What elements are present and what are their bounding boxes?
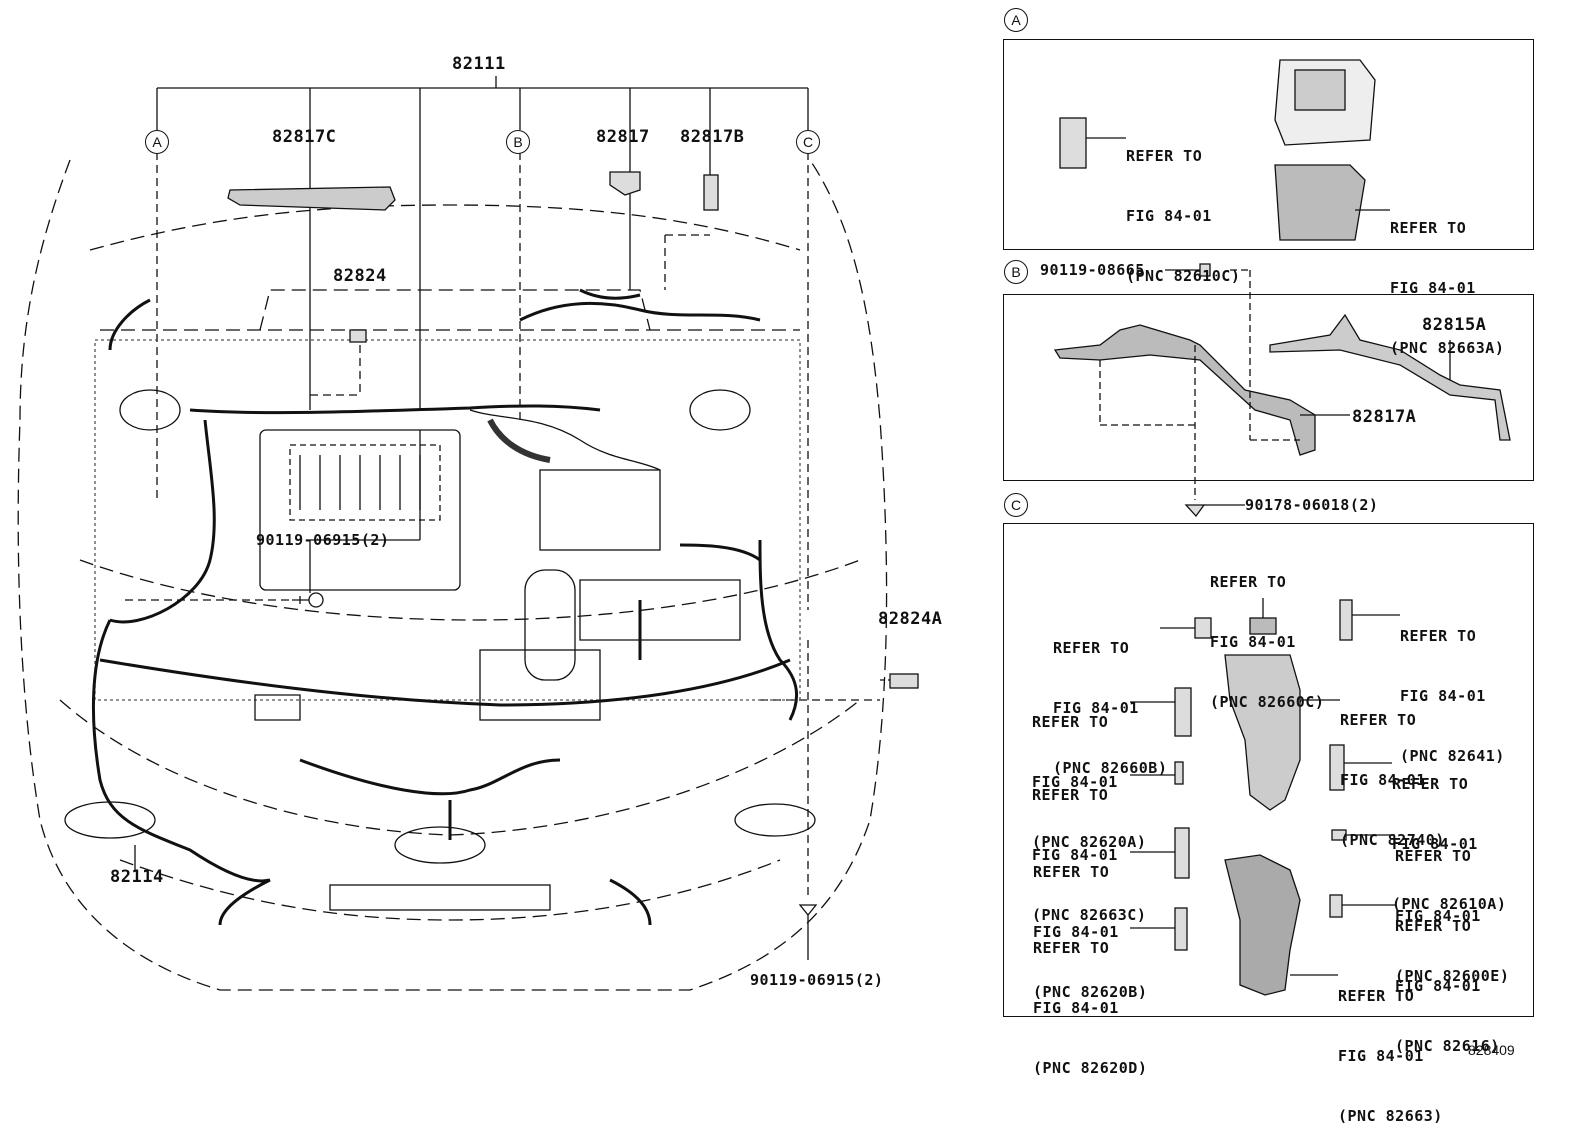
bolt-bottom-part: [798, 904, 818, 960]
panel-b: [1003, 294, 1534, 481]
bracket-82817c-part: [227, 186, 396, 211]
figure-number: 828409: [1468, 1042, 1515, 1058]
panel-b-82817a: 82817A: [1352, 407, 1417, 427]
vehicle-outline: [17, 159, 888, 991]
bolt-left-part: [292, 430, 421, 608]
ref-line-2: FIG 84-01: [1338, 1047, 1424, 1065]
ref-line-2: FIG 84-01: [1392, 835, 1478, 853]
ref-line-1: REFER TO: [1210, 573, 1287, 591]
panel-c-ref-82660c: REFER TO FIG 84-01 (PNC 82660C): [1210, 532, 1324, 732]
callout-82817: 82817: [596, 127, 650, 147]
harness-wires: [91, 288, 799, 926]
ref-line-3: (PNC 82660C): [1210, 693, 1325, 711]
callout-bolt-bottom: 90119-06915(2): [750, 971, 884, 989]
panel-b-82815a: 82815A: [1422, 315, 1487, 335]
clamp-82824a-part: [889, 673, 919, 689]
ref-line-2: FIG 84-01: [1210, 633, 1296, 651]
ref-line-3: (PNC 82616): [1395, 1037, 1500, 1055]
ref-line-3: (PNC 82620D): [1033, 1059, 1148, 1077]
ref-line-1: REFER TO: [1395, 917, 1472, 935]
ref-line-3: (PNC 82600E): [1395, 967, 1510, 985]
ref-line-2: FIG 84-01: [1395, 977, 1481, 995]
ref-line-3: (PNC 82663A): [1390, 339, 1505, 357]
ref-line-1: REFER TO: [1033, 863, 1110, 881]
ref-line-3: (PNC 82620B): [1033, 983, 1148, 1001]
ref-line-3: (PNC 82641): [1400, 747, 1505, 765]
ref-line-3: (PNC 82740): [1340, 831, 1445, 849]
section-dashed-leaders: [125, 152, 880, 900]
panel-c-ref-82620d: REFER TO FIG 84-01 (PNC 82620D): [1033, 898, 1147, 1098]
callout-bolt-left: 90119-06915(2): [256, 531, 390, 549]
ref-line-1: REFER TO: [1395, 847, 1472, 865]
ref-line-1: REFER TO: [1338, 987, 1415, 1005]
panel-a-ref-82663a: REFER TO FIG 84-01 (PNC 82663A): [1390, 178, 1504, 378]
ref-line-3: (PNC 82610C): [1126, 267, 1241, 285]
ref-line-2: FIG 84-01: [1033, 999, 1119, 1017]
panel-c-ref-82610a: REFER TO FIG 84-01 (PNC 82610A): [1392, 734, 1506, 934]
ref-line-2: FIG 84-01: [1395, 907, 1481, 925]
callout-82824: 82824: [333, 266, 387, 286]
panel-c-ref-82663c: REFER TO FIG 84-01 (PNC 82663C): [1032, 745, 1146, 945]
callout-82817b: 82817B: [680, 127, 745, 147]
ref-line-2: FIG 84-01: [1340, 771, 1426, 789]
panel-c-ref-82600e: REFER TO FIG 84-01 (PNC 82600E): [1395, 806, 1509, 1006]
panel-b-marker: B: [1004, 260, 1028, 284]
panel-c-ref-82620b: REFER TO FIG 84-01 (PNC 82620B): [1033, 822, 1147, 1022]
panel-c-ref-82740: REFER TO FIG 84-01 (PNC 82740): [1340, 670, 1445, 870]
panel-c-ref-82620a: REFER TO FIG 84-01 (PNC 82620A): [1032, 672, 1146, 872]
ref-line-1: REFER TO: [1340, 711, 1417, 729]
bracket-82817-part: [609, 171, 641, 196]
callout-82824a: 82824A: [878, 609, 943, 629]
ref-line-1: REFER TO: [1390, 219, 1467, 237]
wiring-diagram-drawing: [17, 59, 1511, 996]
ref-line-3: (PNC 82620A): [1032, 833, 1147, 851]
ref-line-2: FIG 84-01: [1400, 687, 1486, 705]
ref-line-1: REFER TO: [1032, 786, 1109, 804]
panel-c-marker: C: [1004, 493, 1028, 517]
panel-c-parts: [1130, 598, 1400, 996]
ref-line-2: FIG 84-01: [1126, 207, 1212, 225]
ref-line-2: FIG 84-01: [1053, 699, 1139, 717]
callout-82817c: 82817C: [272, 127, 337, 147]
section-marker-a: A: [145, 130, 169, 154]
panel-c-ref-82660b: REFER TO FIG 84-01 (PNC 82660B): [1053, 598, 1167, 798]
ref-line-1: REFER TO: [1033, 939, 1110, 957]
ref-line-2: FIG 84-01: [1032, 773, 1118, 791]
panel-c: [1003, 523, 1534, 1017]
ref-line-1: REFER TO: [1392, 775, 1469, 793]
bracket-82817b-part: [703, 174, 719, 211]
panel-c-ref-82616: REFER TO FIG 84-01 (PNC 82616): [1395, 876, 1500, 1076]
ref-line-2: FIG 84-01: [1032, 846, 1118, 864]
panel-b-clip-label: 90178-06018(2): [1245, 496, 1379, 514]
engine-bay-components: [64, 339, 816, 911]
ref-line-3: (PNC 82663C): [1032, 906, 1147, 924]
clamp-82824-part: [349, 329, 367, 343]
ref-line-1: REFER TO: [1032, 713, 1109, 731]
panel-b-parts: [1053, 263, 1511, 518]
panel-a-ref-82610c: REFER TO FIG 84-01 (PNC 82610C): [1126, 106, 1240, 306]
ref-line-2: FIG 84-01: [1033, 923, 1119, 941]
ref-line-3: (PNC 82663): [1338, 1107, 1443, 1125]
ref-line-3: (PNC 82660B): [1053, 759, 1168, 777]
panel-a-parts: [1059, 59, 1390, 241]
panel-a: [1003, 39, 1534, 250]
panel-c-ref-82641: REFER TO FIG 84-01 (PNC 82641): [1400, 586, 1505, 786]
section-marker-b: B: [506, 130, 530, 154]
callout-82111: 82111: [452, 54, 506, 74]
ref-line-3: (PNC 82610A): [1392, 895, 1507, 913]
ref-line-1: REFER TO: [1126, 147, 1203, 165]
panel-c-ref-82663: REFER TO FIG 84-01 (PNC 82663): [1338, 946, 1443, 1146]
section-marker-c: C: [796, 130, 820, 154]
ref-line-1: REFER TO: [1400, 627, 1477, 645]
ref-line-2: FIG 84-01: [1390, 279, 1476, 297]
panel-a-marker: A: [1004, 8, 1028, 32]
callout-82114: 82114: [110, 867, 164, 887]
panel-b-bolt-label: 90119-08665: [1040, 261, 1145, 279]
ref-line-1: REFER TO: [1053, 639, 1130, 657]
